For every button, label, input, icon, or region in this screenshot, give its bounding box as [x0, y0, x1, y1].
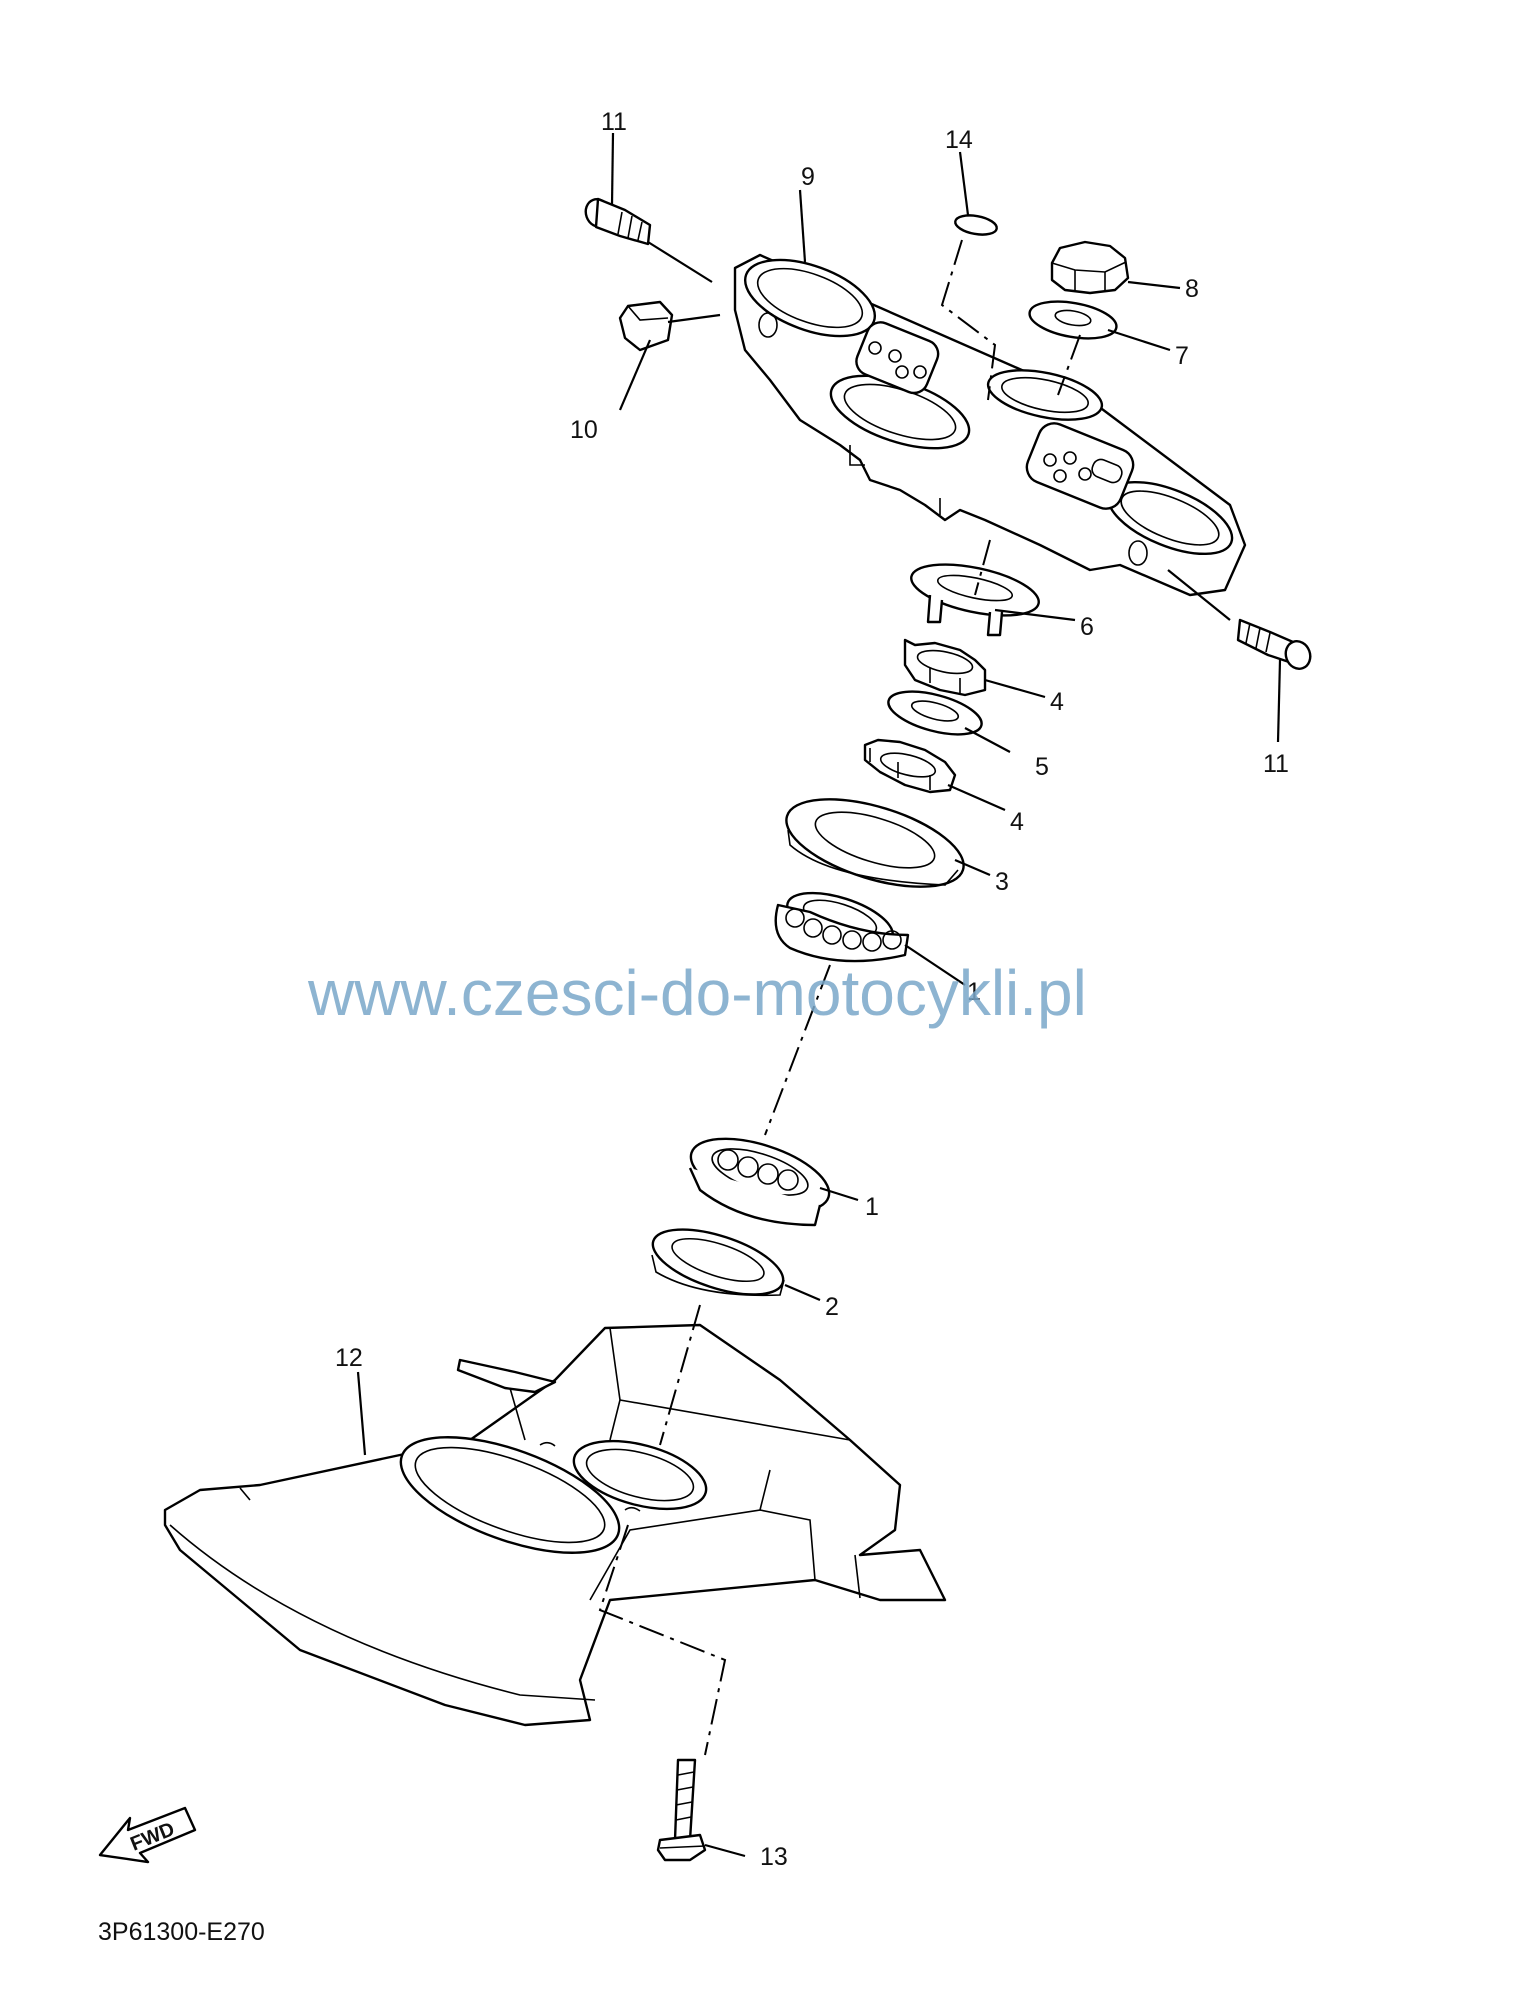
centerline-main-upper: [974, 539, 991, 596]
plug-part-14: [954, 214, 998, 236]
ring-nut-part-4-upper: [903, 638, 987, 697]
callout-6: 6: [1080, 613, 1094, 641]
ring-nut-part-4-lower: [863, 738, 957, 794]
callout-9: 9: [801, 163, 815, 191]
centerline-main: [764, 964, 831, 1136]
callout-3: 3: [995, 868, 1009, 896]
centerline-main-lower: [659, 1304, 701, 1446]
washer-part-7: [1028, 300, 1118, 340]
seal-part-2: [651, 1228, 785, 1297]
cover-plate-part-12: [163, 1323, 947, 1727]
callout-1-lower: 1: [865, 1193, 879, 1221]
leader-lines: [356, 132, 1282, 1858]
callout-2: 2: [825, 1293, 839, 1321]
block-part-10: [618, 300, 674, 352]
centerline-8: [1057, 334, 1081, 396]
centerline-14: [940, 239, 997, 401]
callout-11-top: 11: [601, 108, 627, 136]
callout-12: 12: [335, 1344, 363, 1372]
bearing-part-1-upper: [774, 891, 910, 963]
callout-8: 8: [1185, 275, 1199, 303]
forward-arrow-icon: FWD: [98, 1806, 197, 1864]
callout-4-upper: 4: [1050, 688, 1064, 716]
callout-14: 14: [945, 126, 973, 154]
callout-4-lower: 4: [1010, 808, 1024, 836]
diagram-code: 3P61300-E270: [98, 1918, 265, 1946]
callout-11-right: 11: [1263, 750, 1289, 778]
lock-washer-part-6: [910, 563, 1040, 637]
bolt-part-11-top: [584, 197, 652, 246]
bolt-part-13: [656, 1758, 707, 1862]
watermark-text: www.czesci-do-motocykli.pl: [307, 957, 1087, 1029]
callout-13: 13: [760, 1843, 788, 1871]
callout-1-upper: 1: [967, 978, 981, 1006]
upper-bracket-part-9: [733, 253, 1247, 597]
bolt-part-11-right: [1236, 618, 1312, 670]
washer-part-5: [887, 690, 983, 736]
callout-5: 5: [1035, 753, 1049, 781]
bearing-part-1-lower: [688, 1137, 831, 1227]
callout-7: 7: [1175, 342, 1189, 370]
callout-10: 10: [570, 416, 598, 444]
cap-nut-part-8: [1050, 240, 1130, 295]
centerline-bolt: [598, 1524, 727, 1756]
dust-cover-part-3: [785, 798, 965, 888]
